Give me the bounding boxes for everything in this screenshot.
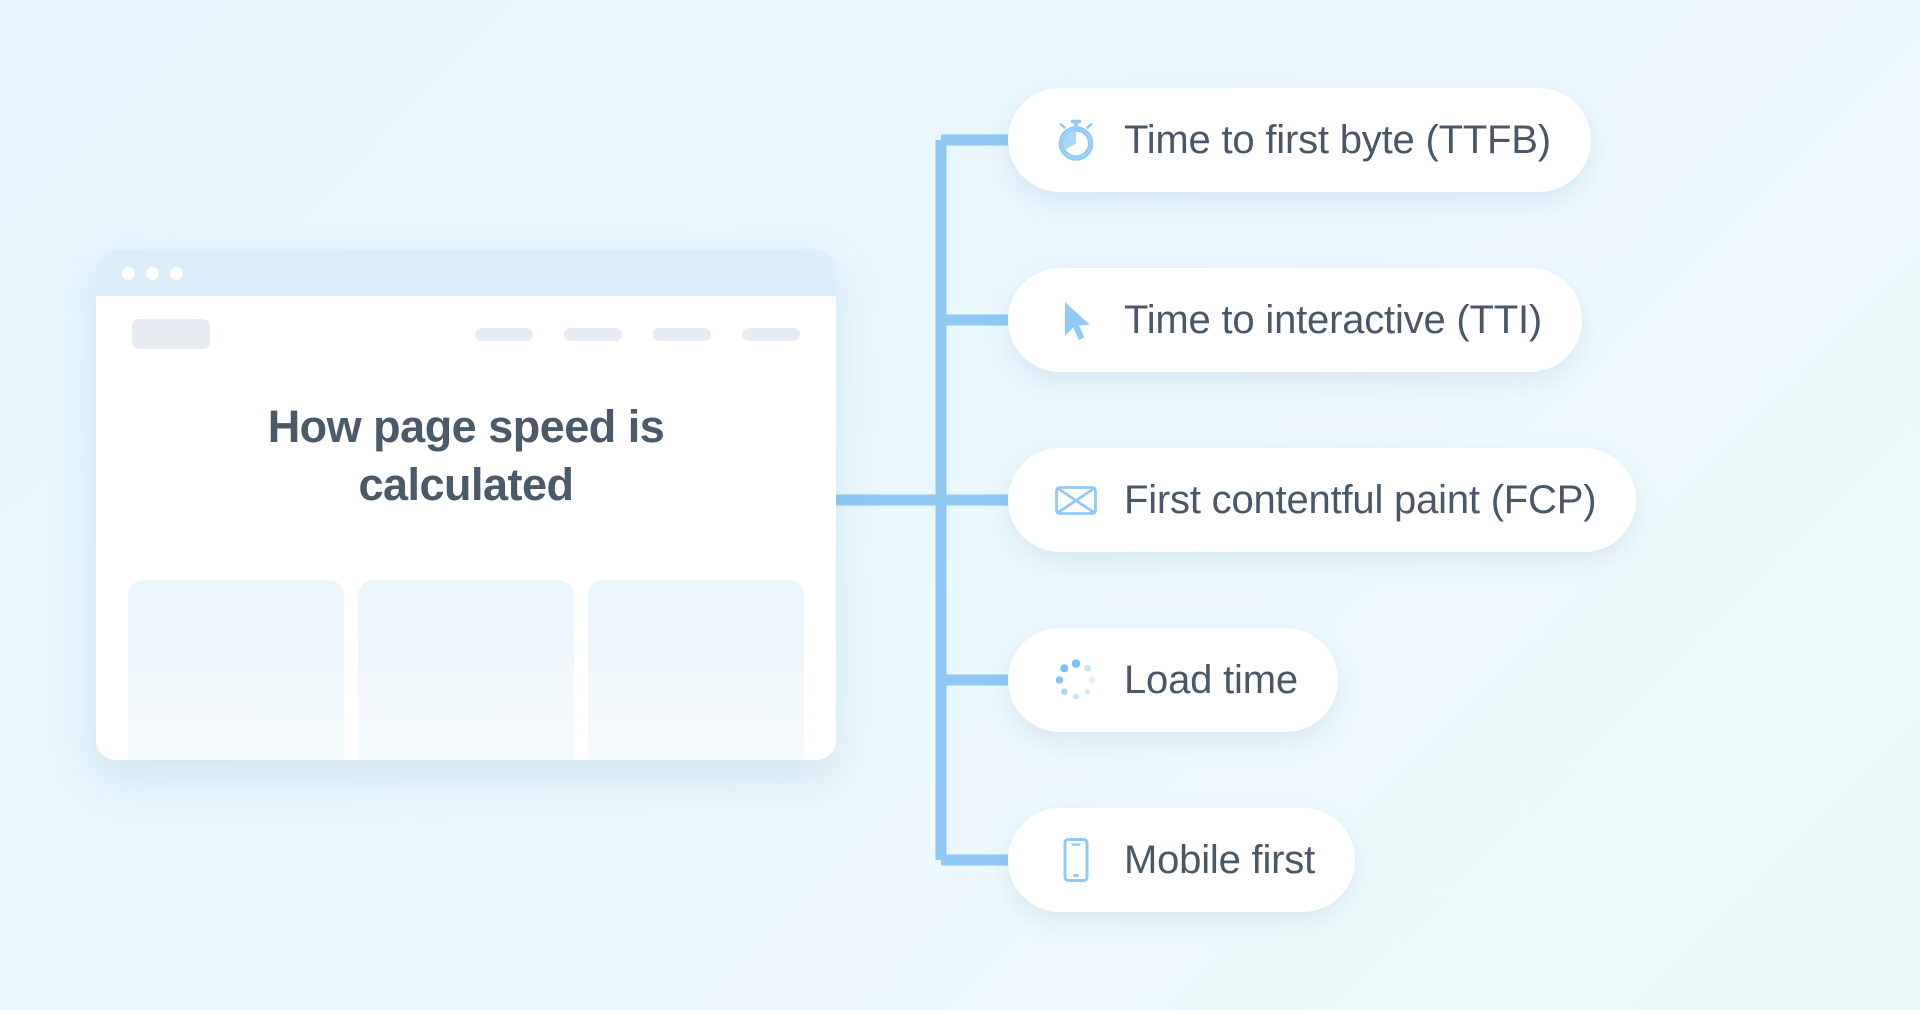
metric-card-ttfb[interactable]: Time to first byte (TTFB) (1008, 88, 1591, 192)
nav-link-placeholder-1[interactable] (475, 327, 533, 341)
stopwatch-icon (1050, 114, 1102, 166)
cursor-arrow-icon (1050, 294, 1102, 346)
window-dot-close-icon[interactable] (122, 266, 135, 280)
metric-card-mobile-first[interactable]: Mobile first (1008, 808, 1355, 912)
browser-titlebar (96, 250, 836, 296)
metric-card-load-time[interactable]: Load time (1008, 628, 1338, 732)
browser-mockup: How page speed is calculated (96, 250, 836, 760)
loading-spinner-icon (1050, 654, 1102, 706)
metric-card-label: First contentful paint (FCP) (1124, 477, 1597, 522)
metric-card-fcp[interactable]: First contentful paint (FCP) (1008, 448, 1637, 552)
window-dot-minimize-icon[interactable] (146, 266, 159, 280)
content-card-placeholder (358, 580, 574, 760)
metric-card-list: Time to first byte (TTFB) Time to intera… (1008, 0, 1920, 1010)
metric-card-label: Time to interactive (TTI) (1124, 297, 1543, 342)
metric-card-label: Mobile first (1124, 837, 1315, 882)
metric-card-tti[interactable]: Time to interactive (TTI) (1008, 268, 1583, 372)
nav-link-placeholder-3[interactable] (653, 327, 711, 341)
content-card-placeholder (128, 580, 344, 760)
metric-card-label: Load time (1124, 657, 1298, 702)
mobile-phone-icon (1050, 834, 1102, 886)
metric-card-label: Time to first byte (TTFB) (1124, 117, 1551, 162)
nav-link-placeholder-2[interactable] (564, 327, 622, 341)
browser-viewport: How page speed is calculated (96, 296, 836, 760)
content-card-placeholder (588, 580, 804, 760)
site-navbar (128, 296, 804, 372)
envelope-icon (1050, 474, 1102, 526)
page-title: How page speed is calculated (267, 401, 665, 510)
site-logo-placeholder[interactable] (132, 319, 210, 349)
window-dot-maximize-icon[interactable] (170, 266, 183, 280)
content-card-row (128, 580, 804, 760)
nav-link-placeholder-4[interactable] (742, 327, 800, 341)
site-nav-links (475, 327, 800, 341)
